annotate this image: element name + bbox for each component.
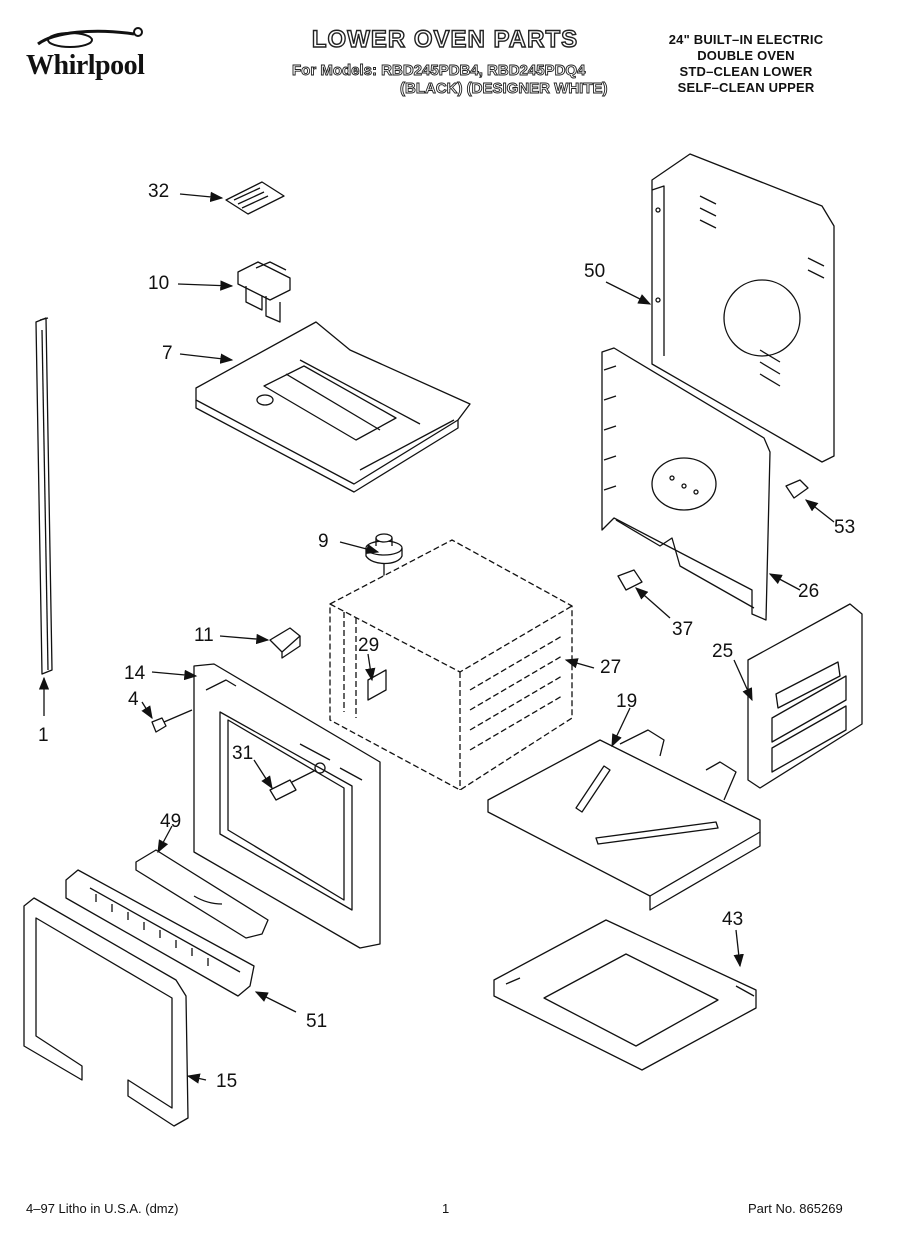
part-51-vent-trim <box>65 869 255 997</box>
part-19-bottom-shield <box>487 729 761 911</box>
callout-25: 25 <box>712 641 734 662</box>
part-25-side-panel <box>747 603 863 789</box>
part-7-top-panel <box>195 321 471 493</box>
callout-32: 32 <box>148 181 170 202</box>
part-14-front-frame <box>193 663 381 949</box>
leader-lines <box>38 191 835 1084</box>
callout-29: 29 <box>358 635 380 656</box>
part-number: Part No. 865269 <box>748 1201 843 1216</box>
callout-26: 26 <box>798 581 820 602</box>
part-37-bracket <box>617 569 643 591</box>
spec-line: STD–CLEAN LOWER <box>679 64 813 79</box>
callout-14: 14 <box>124 663 146 684</box>
part-50-rear-panel <box>651 153 835 463</box>
logo-swoosh-icon <box>37 27 143 48</box>
part-11-switch <box>269 627 301 659</box>
spec-line: DOUBLE OVEN <box>697 48 795 63</box>
callout-31: 31 <box>232 743 254 764</box>
part-10-bracket <box>237 261 291 323</box>
part-26-rear-frame <box>601 347 771 621</box>
part-31-probe <box>269 762 326 801</box>
part-32-label-plate <box>225 181 285 215</box>
model-colors: (BLACK) (DESIGNER WHITE) <box>400 80 608 98</box>
product-spec: 24" BUILT–IN ELECTRIC DOUBLE OVEN STD–CL… <box>631 32 861 96</box>
callout-51: 51 <box>306 1011 328 1032</box>
page-title: LOWER OVEN PARTS <box>311 25 579 53</box>
callout-11: 11 <box>194 625 214 646</box>
spec-line: 24" BUILT–IN ELECTRIC <box>668 32 824 47</box>
callout-37: 37 <box>672 619 694 640</box>
callout-53: 53 <box>834 517 856 538</box>
part-43-drip-tray <box>493 919 757 1071</box>
callout-9: 9 <box>318 531 329 552</box>
brand-logo: Whirlpool <box>26 26 196 86</box>
brand-name: Whirlpool <box>26 50 145 81</box>
callout-1: 1 <box>38 725 49 746</box>
callout-50: 50 <box>584 261 606 282</box>
part-4-screw <box>151 709 193 733</box>
spec-line: SELF–CLEAN UPPER <box>677 80 815 95</box>
callout-27: 27 <box>600 657 622 678</box>
callout-4: 4 <box>128 689 139 710</box>
part-49-trim <box>135 849 269 939</box>
callout-10: 10 <box>148 273 170 294</box>
litho-note: 4–97 Litho in U.S.A. (dmz) <box>26 1201 179 1216</box>
callout-19: 19 <box>616 691 638 712</box>
callout-15: 15 <box>216 1071 238 1092</box>
model-numbers: For Models: RBD245PDB4, RBD245PDQ4 <box>292 62 586 80</box>
callout-43: 43 <box>722 909 744 930</box>
callout-7: 7 <box>162 343 173 364</box>
part-27-oven-liner <box>329 539 573 791</box>
part-1-trim-strip <box>35 317 53 675</box>
page-number: 1 <box>442 1201 450 1216</box>
part-53-clip <box>785 479 809 499</box>
callout-49: 49 <box>160 811 182 832</box>
part-15-door-gasket <box>23 897 189 1127</box>
